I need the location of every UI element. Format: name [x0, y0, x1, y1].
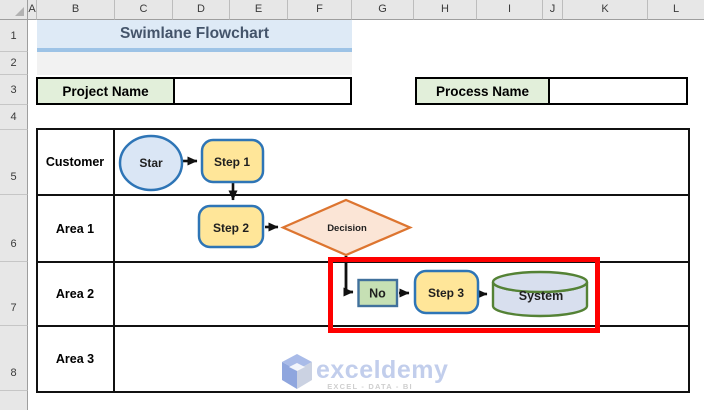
- row-header-3[interactable]: 3: [0, 75, 28, 105]
- column-header-j[interactable]: J: [543, 0, 563, 20]
- table-border-top: [36, 128, 690, 130]
- row-header-5[interactable]: 5: [0, 130, 28, 195]
- select-all-corner[interactable]: [0, 0, 28, 20]
- project-name-value-cell[interactable]: [175, 79, 350, 103]
- highlight-rectangle[interactable]: [328, 257, 600, 333]
- decision-shape[interactable]: [280, 198, 413, 257]
- process-name-label[interactable]: Process Name: [417, 79, 550, 103]
- column-header-h[interactable]: H: [414, 0, 477, 20]
- project-name-box: Project Name: [36, 77, 352, 105]
- connector-decision-no[interactable]: [343, 256, 354, 297]
- title-banner[interactable]: Swimlane Flowchart: [37, 20, 352, 48]
- page-title: Swimlane Flowchart: [119, 25, 269, 42]
- step1-shape[interactable]: [200, 138, 265, 184]
- column-header-c[interactable]: C: [115, 0, 173, 20]
- lane-label-area1[interactable]: Area 1: [55, 221, 95, 236]
- project-name-label[interactable]: Project Name: [38, 79, 175, 103]
- table-border-left: [36, 128, 38, 393]
- table-border-bottom: [36, 391, 690, 393]
- column-header-l[interactable]: L: [648, 0, 704, 20]
- table-border-right: [688, 128, 690, 393]
- step2-shape-label: Step 2: [213, 221, 249, 235]
- title-banner-underline: [37, 48, 352, 52]
- lane-label-divider: [113, 128, 115, 393]
- row-header-4[interactable]: 4: [0, 105, 28, 130]
- column-header-f[interactable]: F: [288, 0, 352, 20]
- process-name-value-cell[interactable]: [550, 79, 686, 103]
- lane-divider-1: [36, 194, 690, 196]
- column-header-k[interactable]: K: [563, 0, 648, 20]
- no-shape-label: No: [369, 287, 386, 301]
- lane-divider-3: [36, 325, 690, 327]
- start-shape[interactable]: [118, 134, 184, 192]
- no-shape[interactable]: [357, 278, 399, 308]
- lane-label-customer[interactable]: Customer: [45, 155, 105, 169]
- lane-label-area2[interactable]: Area 2: [55, 287, 95, 301]
- step3-shape-label: Step 3: [428, 286, 464, 300]
- step3-shape[interactable]: [413, 269, 480, 315]
- column-header-d[interactable]: D: [173, 0, 230, 20]
- column-header-a[interactable]: A: [28, 0, 37, 20]
- decision-shape-label: Decision: [327, 223, 367, 234]
- row-header-2[interactable]: 2: [0, 52, 28, 75]
- watermark-brand-text: exceldemy: [316, 356, 449, 384]
- row-header-8[interactable]: 8: [0, 326, 28, 391]
- system-shape-label: System: [519, 289, 563, 303]
- lane-label-area3[interactable]: Area 3: [55, 352, 95, 366]
- system-shape-top[interactable]: [491, 270, 589, 294]
- watermark-tagline: EXCEL - DATA - BI: [327, 382, 413, 391]
- row-header-6[interactable]: 6: [0, 195, 28, 262]
- row-header-1[interactable]: 1: [0, 20, 28, 52]
- column-header-g[interactable]: G: [352, 0, 414, 20]
- row-header-9[interactable]: [0, 391, 28, 410]
- start-shape-label: Star: [139, 156, 163, 170]
- column-header-i[interactable]: I: [477, 0, 543, 20]
- process-name-box: Process Name: [415, 77, 688, 105]
- column-header-e[interactable]: E: [230, 0, 288, 20]
- banner-shadow-strip: [37, 52, 352, 75]
- step2-shape[interactable]: [197, 204, 265, 249]
- column-header-b[interactable]: B: [37, 0, 115, 20]
- step1-shape-label: Step 1: [214, 155, 250, 169]
- exceldemy-logo-icon: [282, 354, 312, 389]
- row-header-7[interactable]: 7: [0, 262, 28, 326]
